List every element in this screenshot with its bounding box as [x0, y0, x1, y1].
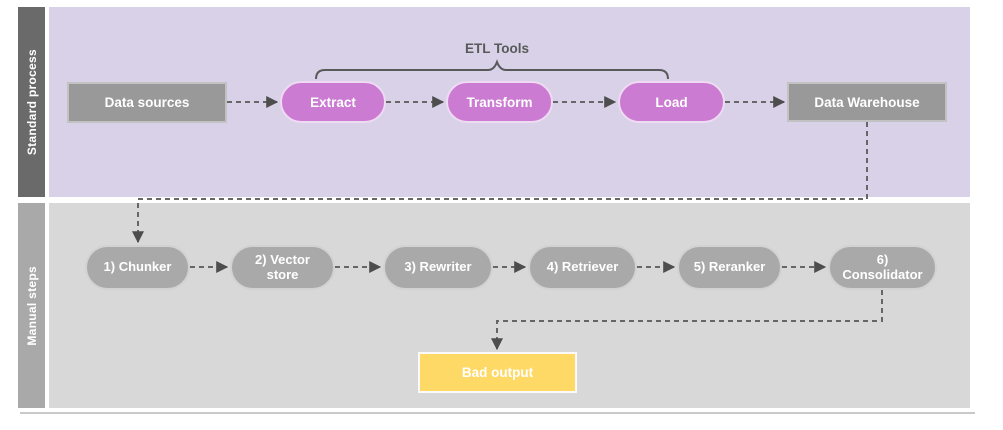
etl-tools-brace — [315, 59, 669, 80]
node-data-sources: Data sources — [67, 82, 227, 123]
bottom-divider-line — [20, 412, 975, 414]
etl-tools-label: ETL Tools — [465, 41, 529, 56]
node-consolidator: 6) Consolidator — [828, 245, 937, 290]
arrow-warehouse-chunker — [132, 122, 868, 244]
node-rewriter: 3) Rewriter — [383, 245, 493, 290]
node-reranker: 5) Reranker — [677, 245, 782, 290]
node-retriever: 4) Retriever — [528, 245, 637, 290]
node-vector-store: 2) Vector store — [230, 245, 335, 290]
node-extract: Extract — [280, 81, 386, 123]
node-bad-output: Bad output — [418, 352, 577, 393]
arrow-consolidator-badoutput — [491, 290, 883, 351]
standard-process-lane-header: Standard process — [18, 7, 45, 197]
node-chunker: 1) Chunker — [85, 245, 190, 290]
node-transform: Transform — [446, 81, 553, 123]
node-data-warehouse: Data Warehouse — [787, 82, 947, 122]
manual-steps-lane-header: Manual steps — [18, 203, 45, 408]
node-load: Load — [618, 81, 725, 123]
